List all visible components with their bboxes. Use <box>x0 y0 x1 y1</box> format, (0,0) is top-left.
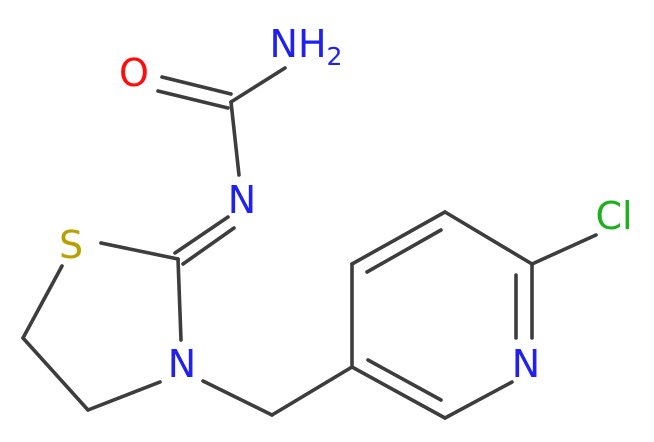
atom-n-imine: N <box>228 178 256 222</box>
bond-c4py-c5py <box>350 210 447 266</box>
bond-n-c2-2 <box>181 226 236 266</box>
bond-c-n <box>229 100 241 177</box>
atom-n-ring: N <box>168 342 196 386</box>
bond-c-o-1 <box>160 75 233 96</box>
bond-n-c2py <box>443 380 514 420</box>
bond-c-nh2 <box>229 66 287 104</box>
bond-n-c2-1 <box>173 215 230 255</box>
bond-s-c5 <box>21 264 64 340</box>
atom-cl: Cl <box>595 194 632 238</box>
bond-c4py-c5py-inner <box>365 228 443 274</box>
bond-c5-c4 <box>21 336 90 412</box>
atom-s: S <box>59 223 83 267</box>
bonds <box>21 66 598 420</box>
bond-c-o-2 <box>156 89 230 110</box>
bond-c2py-c3 <box>350 365 447 420</box>
atom-n-pyridine: N <box>512 342 540 386</box>
bond-ch2-c3 <box>270 365 354 417</box>
bond-n3-ch2 <box>201 379 274 417</box>
atom-o: O <box>119 51 149 95</box>
bond-c5py-c6py <box>443 210 534 266</box>
atom-nh2: NH2 <box>270 22 343 71</box>
bond-c4-n3 <box>86 380 162 412</box>
bond-c2-s <box>99 241 180 261</box>
bond-c2py-c3-inner <box>366 358 443 402</box>
bond-n3-c2 <box>176 257 183 342</box>
bond-c6py-cl <box>530 233 598 266</box>
atom-labels: NH2 O N S N Cl N <box>59 22 633 386</box>
